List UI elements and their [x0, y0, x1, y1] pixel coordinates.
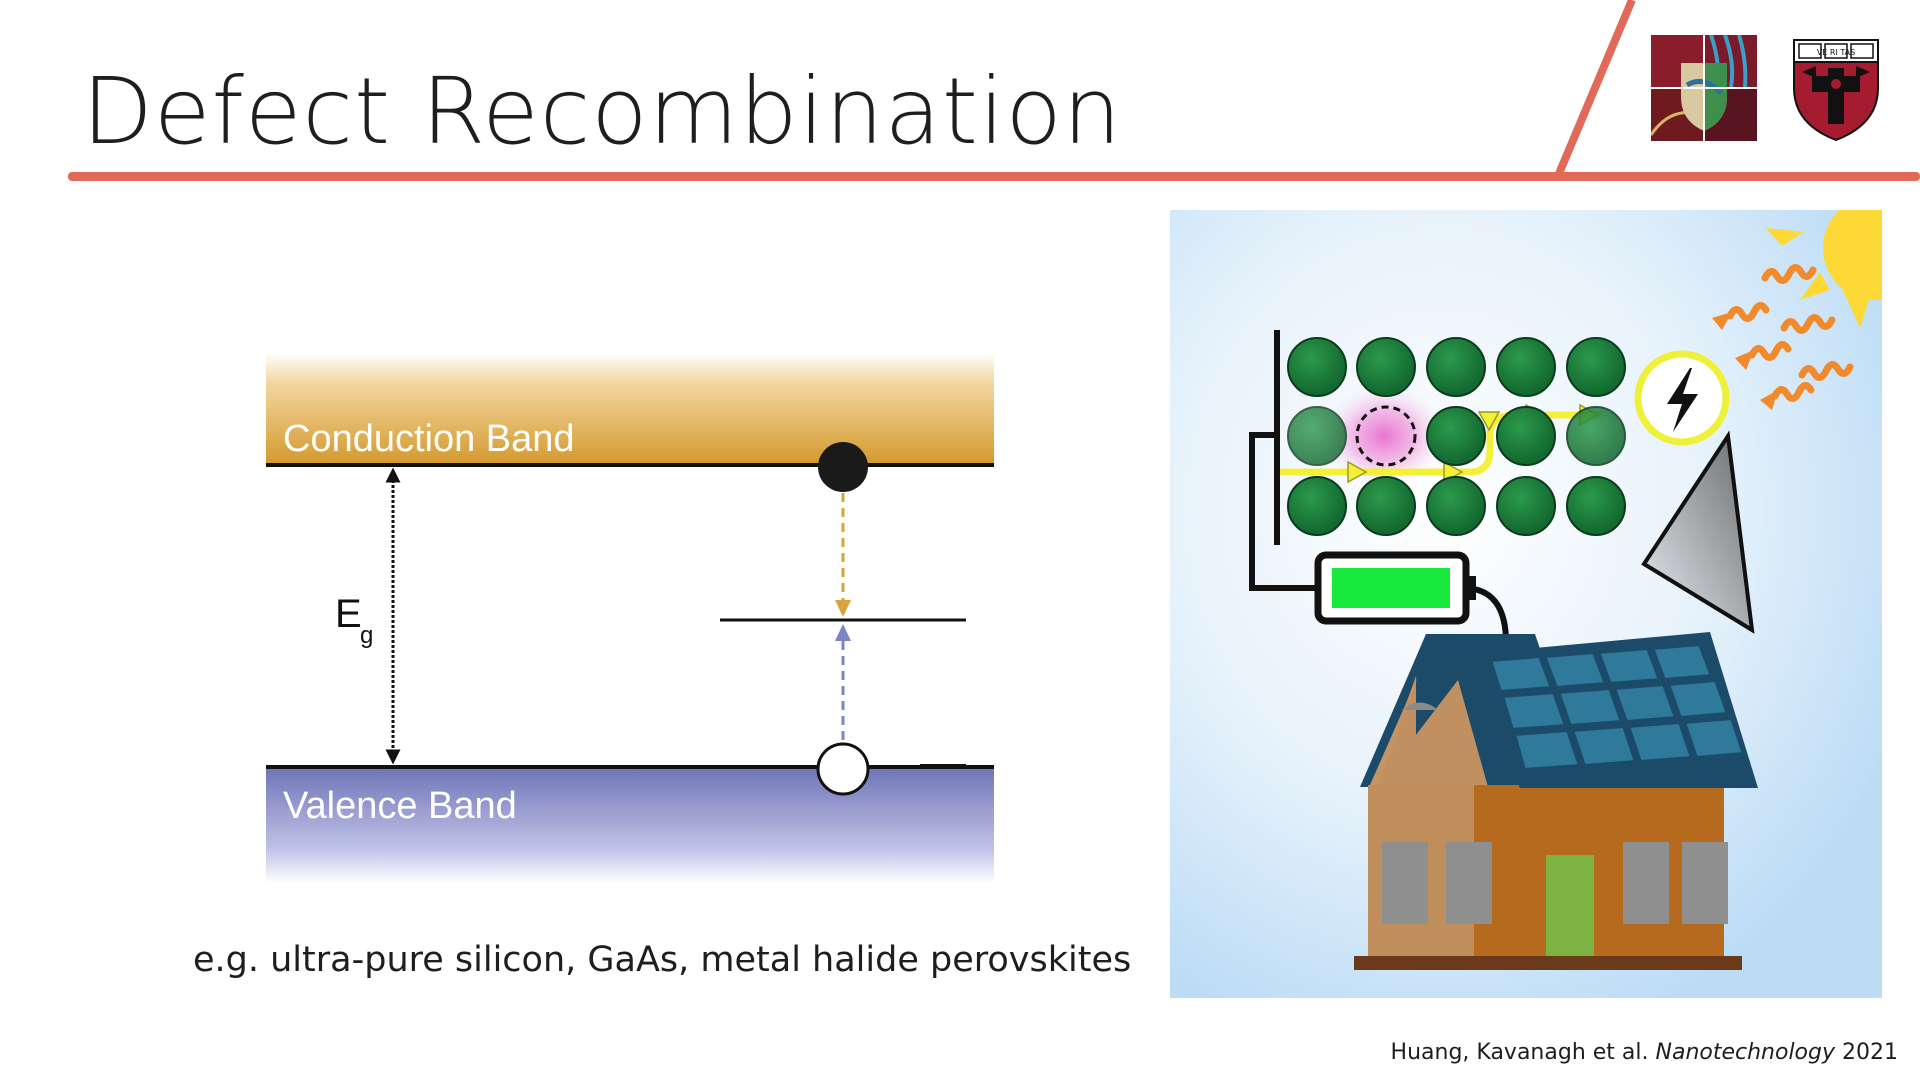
solar-cell-illustration — [1170, 210, 1882, 998]
photon-icons — [1726, 264, 1854, 402]
citation: Huang, Kavanagh et al. Nanotechnology 20… — [1391, 1040, 1898, 1065]
defect-glow — [1322, 386, 1446, 486]
institute-logo — [1651, 35, 1757, 141]
valence-band — [266, 768, 994, 883]
conduction-band — [266, 353, 994, 463]
hole-capture-arrowhead — [835, 624, 851, 641]
header-rule — [68, 172, 1920, 181]
electron-capture-arrowhead — [835, 600, 851, 617]
atom-lattice — [1287, 337, 1626, 536]
band-gap-symbol: E — [335, 592, 362, 636]
battery-charge — [1332, 568, 1450, 608]
zoom-cone — [1641, 430, 1755, 634]
citation-authors: Huang, Kavanagh et al. — [1390, 1040, 1656, 1065]
citation-journal: Nanotechnology — [1655, 1040, 1836, 1065]
sun-icon — [1823, 210, 1882, 300]
band-gap-subscript: g — [360, 622, 373, 649]
slide-title: Defect Recombination — [82, 58, 1123, 165]
shield-logo: VE RI TAS — [1793, 39, 1879, 142]
solar-panel-grid — [1487, 641, 1747, 773]
conduction-band-label: Conduction Band — [283, 418, 575, 460]
header-slash — [1554, 0, 1636, 178]
vacancy-defect — [1355, 405, 1417, 467]
band-diagram: Conduction Band Valence Band E g — [266, 353, 994, 883]
electron — [818, 442, 868, 492]
example-materials-caption: e.g. ultra-pure silicon, GaAs, metal hal… — [193, 940, 1132, 980]
citation-year: 2021 — [1835, 1040, 1898, 1065]
lightning-icon — [1667, 368, 1698, 432]
valence-band-label: Valence Band — [283, 785, 517, 827]
shield-motto: VE RI TAS — [1817, 48, 1855, 57]
circuit-wire — [1249, 432, 1318, 591]
hole — [816, 742, 870, 796]
